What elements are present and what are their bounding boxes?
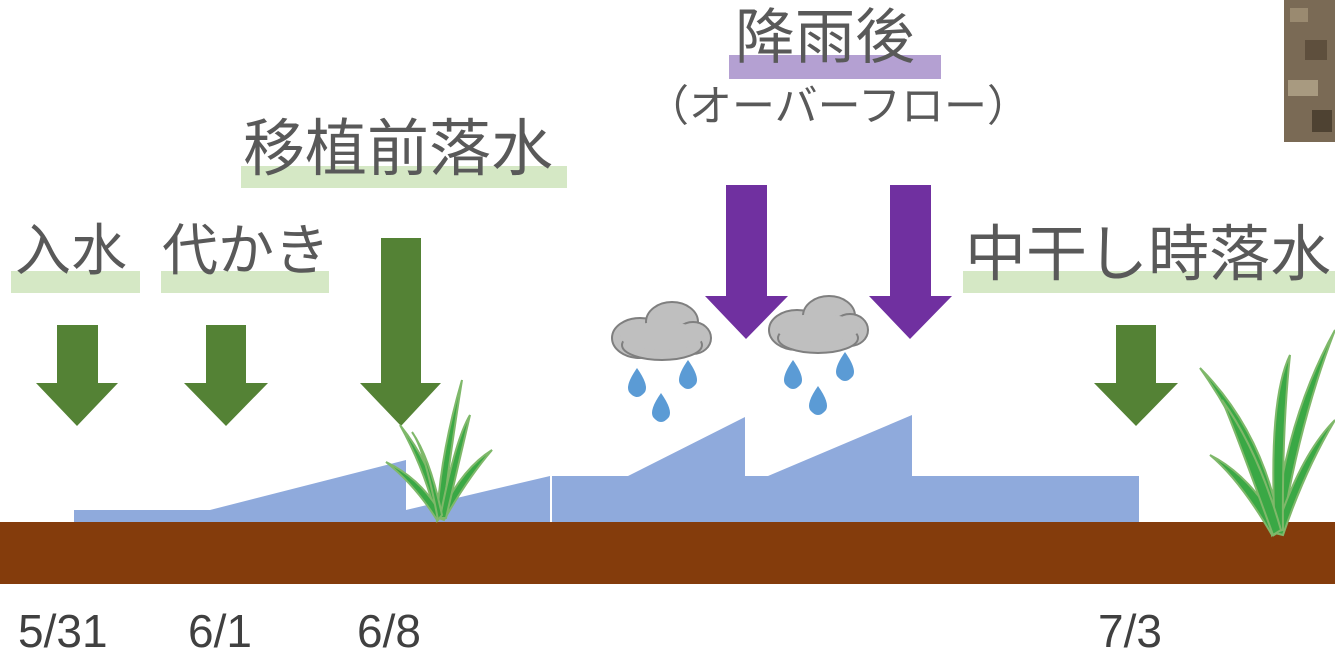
label-overflow: （オーバーフロー） xyxy=(646,82,1030,132)
label-pre-transplant-drain: 移植前落水 xyxy=(243,112,554,185)
date-6-1: 6/1 xyxy=(188,605,252,652)
highlight-mid-drying-drain xyxy=(963,271,1335,293)
arrow-after-rain-1 xyxy=(705,185,788,339)
arrow-pre-transplant-drain xyxy=(360,238,441,426)
soil-band xyxy=(0,522,1335,584)
water-level xyxy=(74,415,1139,522)
date-6-8: 6/8 xyxy=(357,605,421,652)
rice-plant-icon xyxy=(1199,329,1335,538)
highlight-irrigation xyxy=(11,271,140,293)
soil-photo-thumbnail xyxy=(1284,0,1335,142)
highlight-after-rain xyxy=(729,55,941,79)
label-irrigation: 入水 xyxy=(15,219,127,284)
label-mid-drying-drain: 中干し時落水 xyxy=(965,219,1332,290)
date-5-31: 5/31 xyxy=(18,605,108,652)
arrow-puddling xyxy=(184,325,268,426)
rain-drops-1 xyxy=(628,360,697,422)
arrow-irrigation xyxy=(36,325,118,426)
arrow-mid-drying-drain xyxy=(1094,325,1178,426)
highlight-pre-transplant-drain xyxy=(241,166,567,188)
label-puddling: 代かき xyxy=(162,219,330,284)
arrow-after-rain-2 xyxy=(869,185,952,339)
rain-cloud-icon-2 xyxy=(768,295,869,354)
date-7-3: 7/3 xyxy=(1098,605,1162,652)
rain-cloud-icon-1 xyxy=(611,301,712,361)
rain-drops-2 xyxy=(784,352,854,415)
rice-seedling-icon xyxy=(385,379,493,524)
highlight-puddling xyxy=(161,271,329,293)
label-after-rain: 降雨後 xyxy=(735,3,915,73)
